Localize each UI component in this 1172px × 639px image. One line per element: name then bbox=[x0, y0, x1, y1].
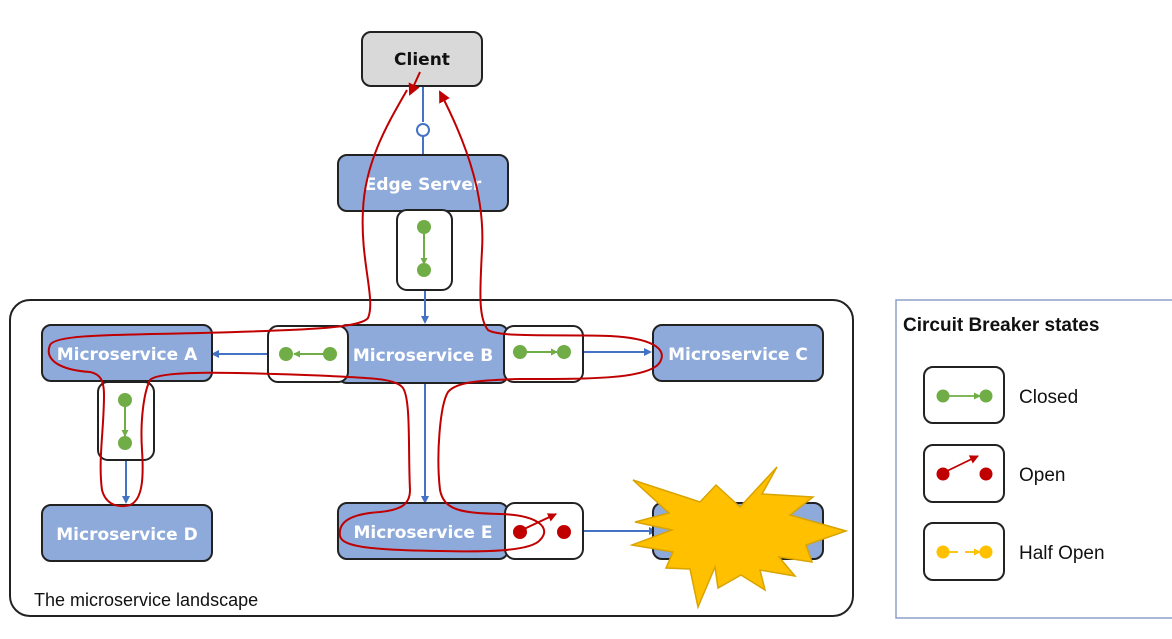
request-path-left-arrow bbox=[408, 71, 421, 96]
legend: Circuit Breaker states Closed Open Half … bbox=[895, 299, 1172, 619]
legend-item-half-open: Half Open bbox=[923, 522, 1105, 581]
client-label: Client bbox=[394, 50, 450, 70]
breaker-b-to-c[interactable] bbox=[503, 325, 584, 383]
microservice-b-node[interactable]: Microservice B bbox=[337, 324, 509, 384]
microservice-c-node[interactable]: Microservice C bbox=[652, 324, 824, 382]
microservice-e-label: Microservice E bbox=[354, 523, 493, 543]
client-connector-circle bbox=[416, 123, 430, 137]
legend-item-open: Open bbox=[923, 444, 1065, 503]
legend-label-closed: Closed bbox=[1019, 387, 1078, 408]
legend-label-open: Open bbox=[1019, 465, 1065, 486]
breaker-dot-icon bbox=[513, 345, 527, 359]
breaker-dot-icon bbox=[513, 525, 527, 539]
breaker-dot-icon bbox=[118, 436, 132, 450]
breaker-a-to-d[interactable] bbox=[97, 381, 155, 461]
call-arrows bbox=[122, 86, 657, 535]
legend-title: Circuit Breaker states bbox=[903, 315, 1099, 336]
edge-server-node[interactable]: Edge Server bbox=[337, 154, 509, 212]
microservice-b-label: Microservice B bbox=[353, 346, 493, 366]
breaker-b-to-a[interactable] bbox=[267, 325, 349, 383]
breaker-dot-icon bbox=[557, 525, 571, 539]
microservice-d-label: Microservice D bbox=[56, 525, 197, 545]
breaker-dot-icon bbox=[279, 347, 293, 361]
breaker-dot-icon bbox=[323, 347, 337, 361]
microservice-c-label: Microservice C bbox=[668, 345, 808, 365]
breaker-dot-icon bbox=[118, 393, 132, 407]
request-path-left bbox=[47, 89, 663, 553]
breaker-dot-icon bbox=[557, 345, 571, 359]
breaker-edge-to-b[interactable] bbox=[396, 209, 453, 291]
open-state-icon bbox=[936, 467, 950, 481]
legend-item-closed: Closed bbox=[923, 366, 1078, 424]
half-open-state-icon bbox=[936, 545, 950, 559]
microservice-e-node[interactable]: Microservice E bbox=[337, 502, 509, 560]
client-node[interactable]: Client bbox=[361, 31, 483, 87]
breaker-dot-icon bbox=[417, 263, 431, 277]
edge-server-label: Edge Server bbox=[365, 175, 482, 195]
failure-explosion-icon bbox=[629, 466, 849, 610]
microservice-a-label: Microservice A bbox=[57, 345, 198, 365]
closed-state-icon bbox=[936, 389, 950, 403]
microservice-landscape: The microservice landscape bbox=[9, 299, 854, 617]
landscape-label: The microservice landscape bbox=[34, 590, 258, 610]
legend-label-half-open: Half Open bbox=[1019, 543, 1105, 564]
request-paths bbox=[47, 71, 663, 553]
breaker-dot-icon bbox=[417, 220, 431, 234]
microservice-d-node[interactable]: Microservice D bbox=[41, 504, 213, 562]
